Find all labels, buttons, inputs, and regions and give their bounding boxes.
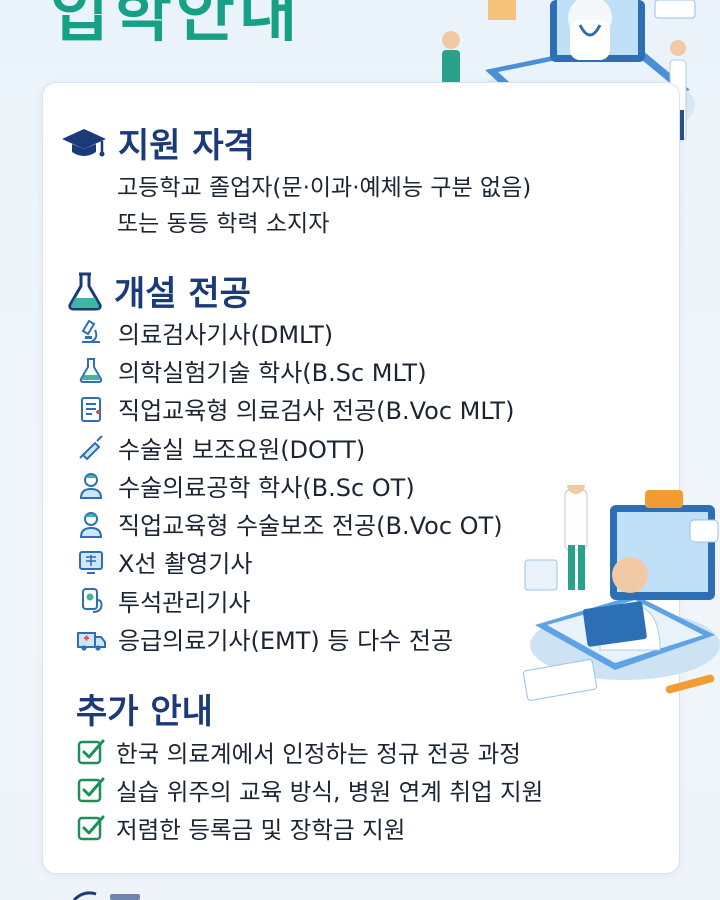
- extras-heading: 추가 안내: [76, 684, 213, 733]
- list-item: 수술실 보조요원(DOTT): [74, 428, 514, 466]
- list-item: 의학실험기술 학사(B.Sc MLT): [74, 351, 514, 389]
- checkbox-checked-icon: [77, 815, 105, 841]
- list-item: 투석관리기사: [74, 581, 514, 619]
- list-item: 저렴한 등록금 및 장학금 지원: [76, 809, 543, 847]
- major-label: X선 촬영기사: [118, 550, 253, 579]
- flask-icon: [74, 355, 108, 385]
- microscope-icon: [74, 317, 108, 347]
- qualification-heading-text: 지원 자격: [118, 126, 255, 166]
- major-label: 의료검사기사(DMLT): [118, 320, 334, 349]
- flask-icon: [66, 271, 104, 311]
- qualification-line: 또는 동등 학력 소지자: [117, 211, 330, 237]
- list-item: 실습 위주의 교육 방식, 병원 연계 취업 지원: [76, 771, 543, 809]
- surgeon-icon: [74, 470, 108, 500]
- graduation-cap-icon: [60, 125, 108, 161]
- syringe-icon: [74, 432, 108, 462]
- surgeon-icon: [74, 509, 108, 539]
- list-item: 직업교육형 수술보조 전공(B.Voc OT): [74, 504, 514, 542]
- checkbox-checked-icon: [77, 777, 105, 803]
- qualification-text: 고등학교 졸업자(문·이과·예체능 구분 없음) 또는 동등 학력 소지자: [117, 170, 531, 242]
- list-item: 의료검사기사(DMLT): [74, 313, 514, 351]
- doctor-computer-illustration: [522, 485, 720, 701]
- majors-list: 의료검사기사(DMLT) 의학실험기술 학사(B.Sc MLT) 직업교육형 의…: [74, 313, 514, 658]
- dialysis-icon: [74, 585, 108, 615]
- extra-label: 실습 위주의 교육 방식, 병원 연계 취업 지원: [116, 778, 544, 806]
- major-label: 직업교육형 의료검사 전공(B.Voc MLT): [118, 397, 515, 426]
- extra-label: 저렴한 등록금 및 장학금 지원: [116, 816, 406, 844]
- major-label: 응급의료기사(EMT) 등 다수 전공: [118, 627, 454, 656]
- major-label: 수술실 보조요원(DOTT): [118, 435, 366, 464]
- list-item: X선 촬영기사: [74, 543, 514, 581]
- majors-heading: 개설 전공: [66, 266, 251, 315]
- majors-heading-text: 개설 전공: [114, 274, 251, 314]
- list-item: 한국 의료계에서 인정하는 정규 전공 과정: [76, 733, 543, 771]
- major-label: 투석관리기사: [118, 588, 251, 617]
- extras-heading-text: 추가 안내: [76, 692, 213, 732]
- list-item: 직업교육형 의료검사 전공(B.Voc MLT): [74, 390, 514, 428]
- major-label: 의학실험기술 학사(B.Sc MLT): [118, 358, 427, 387]
- major-label: 수술의료공학 학사(B.Sc OT): [118, 473, 415, 502]
- checkbox-checked-icon: [77, 739, 105, 765]
- admission-info-card: [42, 82, 680, 874]
- page-title: 입학안내: [50, 0, 302, 51]
- xray-monitor-icon: [74, 547, 108, 577]
- qualification-heading: 지원 자격: [60, 118, 255, 167]
- major-label: 직업교육형 수술보조 전공(B.Voc OT): [118, 512, 503, 541]
- qualification-line: 고등학교 졸업자(문·이과·예체능 구분 없음): [117, 175, 532, 201]
- extras-list: 한국 의료계에서 인정하는 정규 전공 과정 실습 위주의 교육 방식, 병원 …: [76, 733, 543, 847]
- clipboard-icon: [74, 394, 108, 424]
- list-item: 응급의료기사(EMT) 등 다수 전공: [74, 619, 514, 657]
- bottom-partial-icon: [72, 891, 140, 900]
- ambulance-icon: [74, 624, 108, 654]
- list-item: 수술의료공학 학사(B.Sc OT): [74, 466, 514, 504]
- extra-label: 한국 의료계에서 인정하는 정규 전공 과정: [116, 740, 521, 768]
